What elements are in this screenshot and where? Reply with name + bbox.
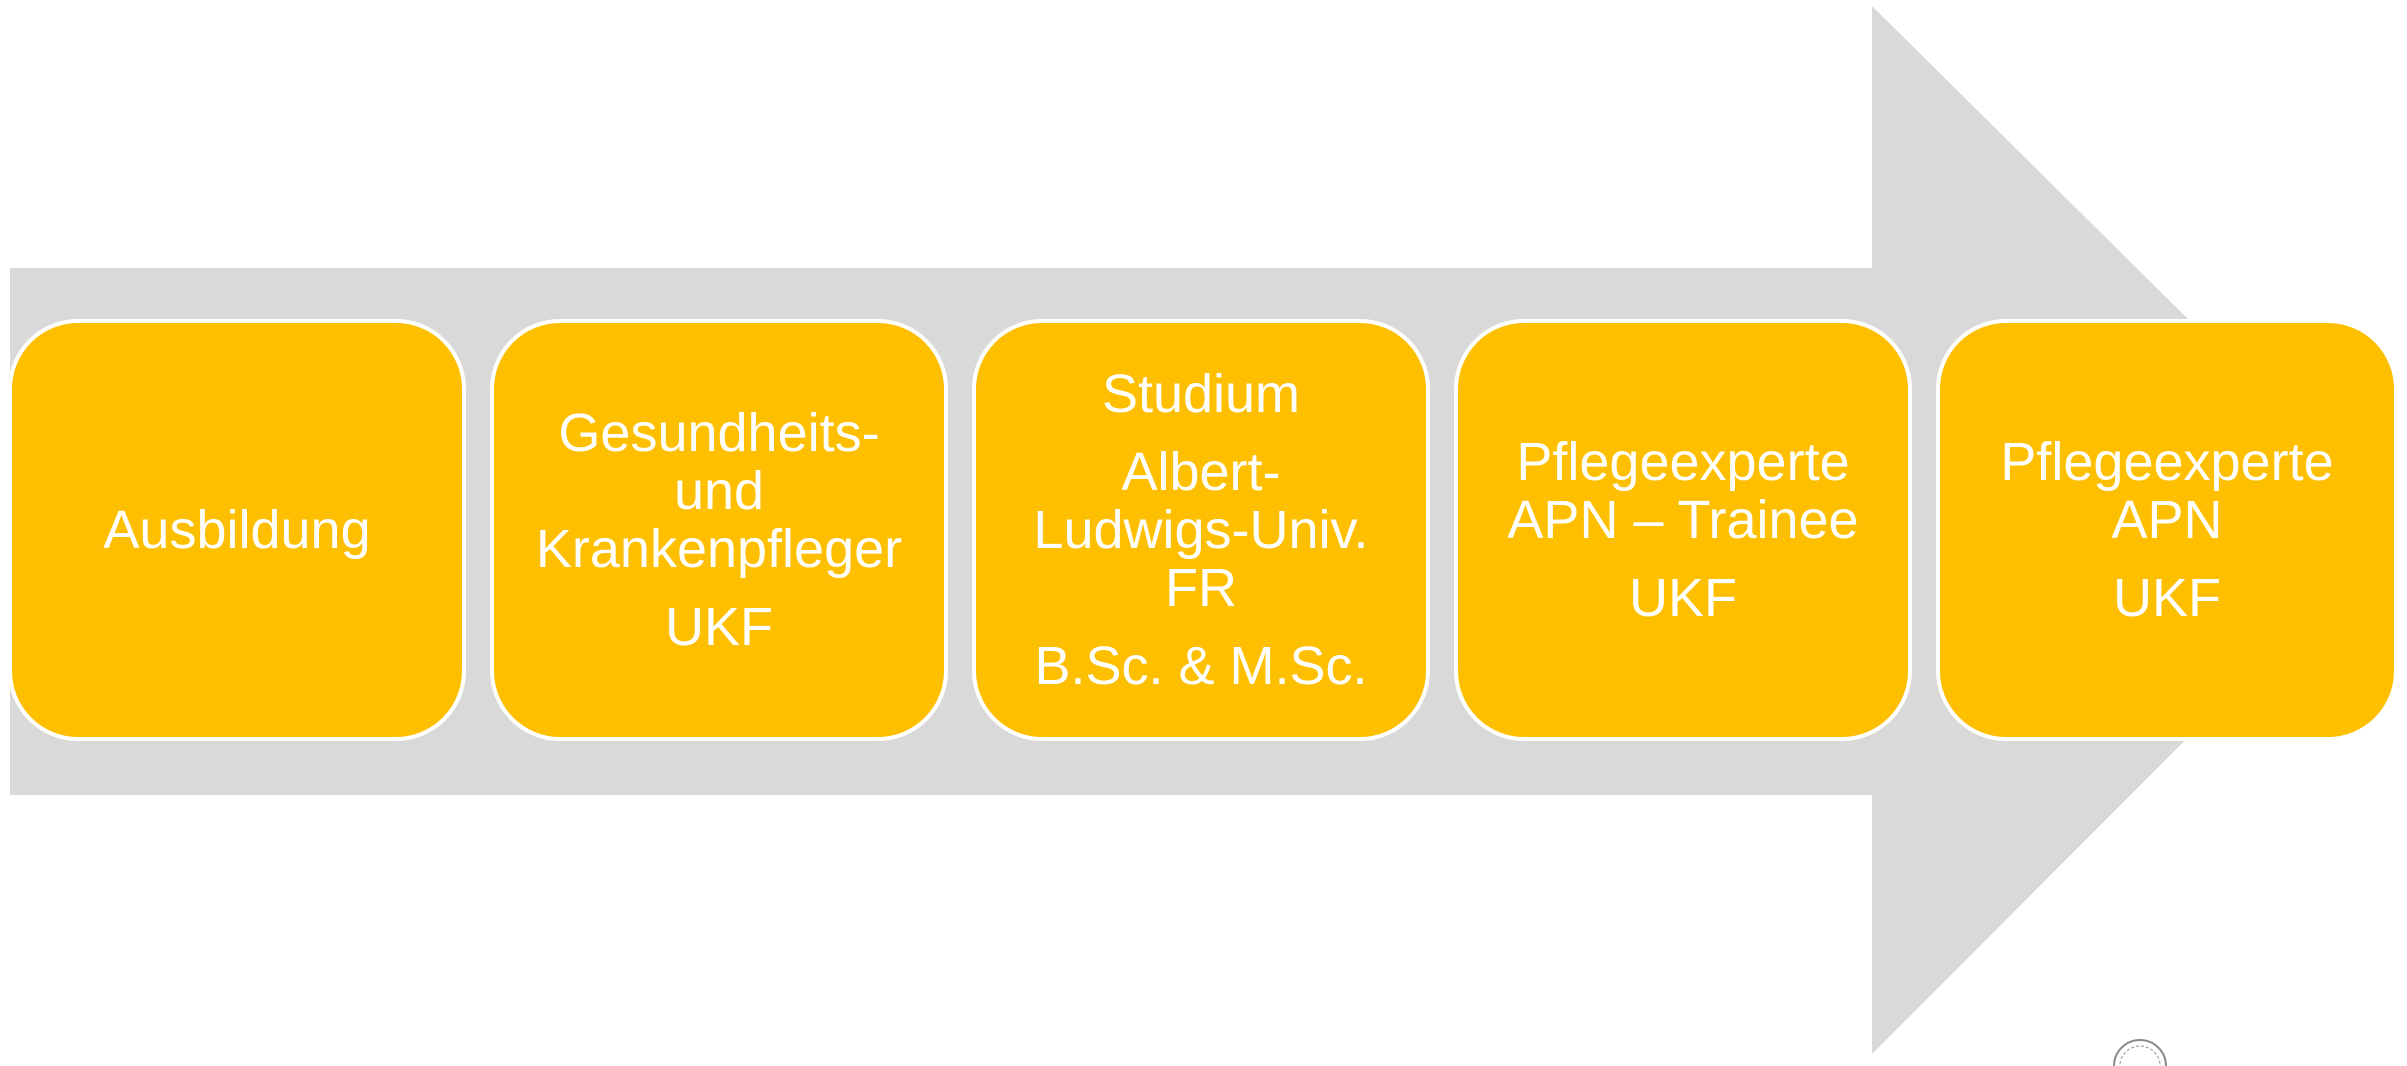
stage-institution: UKF	[665, 597, 773, 657]
stage-box-studium: Studium Albert- Ludwigs-Univ. FR B.Sc. &…	[972, 319, 1430, 741]
stage-institution: UKF	[2113, 568, 2221, 628]
stage-label: APN – Trainee	[1507, 490, 1859, 550]
stage-label: und	[673, 461, 765, 521]
stage-box-ausbildung: Ausbildung	[8, 319, 466, 741]
stage-institution: UKF	[1629, 568, 1737, 628]
stage-box-apn-trainee: Pflegeexperte APN – Trainee UKF	[1454, 319, 1912, 741]
stage-institution: FR	[1165, 558, 1237, 618]
seal-logo-icon	[2113, 1039, 2167, 1066]
stage-label: Gesundheits-	[558, 403, 880, 463]
stage-label: Pflegeexperte	[1516, 432, 1850, 492]
stage-label: Krankenpfleger	[535, 519, 903, 579]
stage-label: Ausbildung	[103, 500, 371, 560]
stage-box-krankenpfleger: Gesundheits- und Krankenpfleger UKF	[490, 319, 948, 741]
stage-label: Studium	[1101, 364, 1301, 424]
stage-institution: Albert-	[1121, 442, 1281, 502]
stage-institution: Ludwigs-Univ.	[1033, 500, 1369, 560]
stage-label: APN	[2111, 490, 2223, 550]
stage-degree: B.Sc. & M.Sc.	[1034, 636, 1368, 696]
stage-label: Pflegeexperte	[2000, 432, 2334, 492]
stage-box-apn: Pflegeexperte APN UKF	[1936, 319, 2398, 741]
